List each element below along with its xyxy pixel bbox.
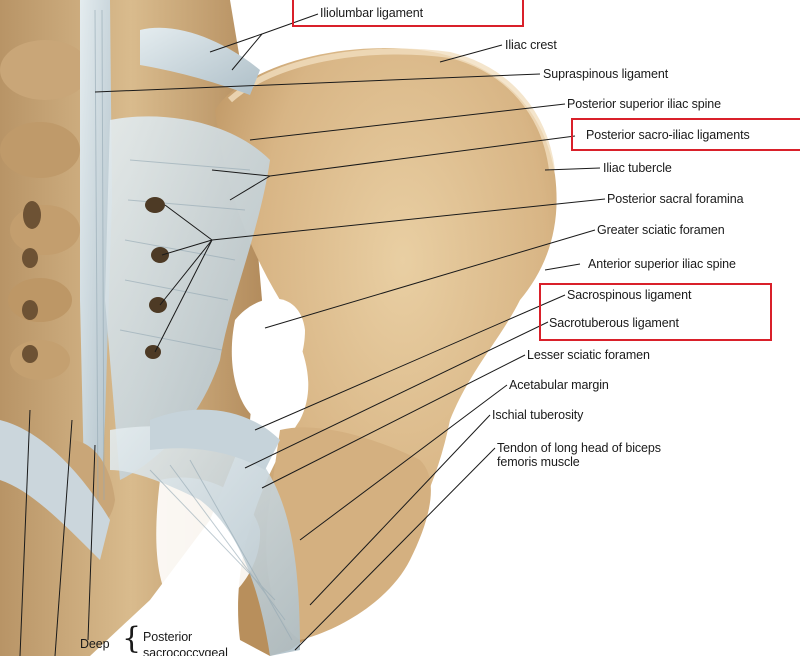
foramen-dark [22, 248, 38, 268]
ligament-lower-left [0, 420, 110, 560]
sacral-foramen [145, 345, 161, 359]
foramen-dark [22, 300, 38, 320]
sacral-foramen [149, 297, 167, 313]
iliolumbar-ligament-shape [140, 27, 260, 95]
label-sacrospinous-ligament: Sacrospinous ligament [567, 288, 692, 302]
label-posterior-sacral-foramina: Posterior sacral foramina [607, 192, 744, 206]
label-deep: Deep [80, 637, 110, 651]
label-posterior-sacroiliac-ligaments: Posterior sacro-iliac ligaments [586, 128, 750, 142]
label-acetabular-margin: Acetabular margin [509, 378, 609, 392]
ligament-fibers [94, 9, 293, 641]
label-iliolumbar-ligament: Iliolumbar ligament [320, 6, 424, 20]
label-posterior: Posterior [143, 630, 193, 644]
sacral-foramen [145, 197, 165, 213]
sacrotuberous-ligament-shape [110, 426, 300, 656]
label-iliac-tubercle: Iliac tubercle [603, 161, 672, 175]
highlight-box-sacrospinous-sacrotuberous [539, 283, 772, 341]
highlight-box-sacroiliac [571, 118, 800, 151]
vertebra [0, 122, 80, 178]
iliac-crest-rim [227, 48, 555, 171]
vertebra [8, 278, 72, 322]
foramen-dark [22, 345, 38, 363]
sacral-foramen [151, 247, 169, 263]
brace-symbol: { [122, 621, 142, 656]
foramen-dark [23, 201, 41, 229]
label-ischial-tuberosity: Ischial tuberosity [492, 408, 584, 422]
vertebra [10, 340, 70, 380]
label-anterior-superior-iliac-spine: Anterior superior iliac spine [588, 257, 736, 271]
ischium-bone [266, 427, 431, 640]
greater-sciatic-notch [231, 298, 305, 420]
sacrospinous-ligament-shape [150, 409, 280, 470]
label-supraspinous-ligament: Supraspinous ligament [543, 67, 669, 81]
leader-lines [19, 13, 606, 656]
label-sacrococcygeal: sacrococcygeal [143, 646, 228, 656]
label-sacrotuberous-ligament: Sacrotuberous ligament [549, 316, 679, 330]
label-posterior-superior-iliac-spine: Posterior superior iliac spine [567, 97, 722, 111]
label-tendon-biceps-femoris: Tendon of long head of biceps femoris mu… [497, 441, 661, 469]
highlight-box-iliolumbar [292, 0, 524, 27]
vertebra [10, 205, 80, 255]
label-iliac-crest: Iliac crest [505, 38, 557, 52]
vertebra [0, 40, 90, 100]
label-lesser-sciatic-foramen: Lesser sciatic foramen [527, 348, 650, 362]
label-greater-sciatic-foramen: Greater sciatic foramen [597, 223, 725, 237]
